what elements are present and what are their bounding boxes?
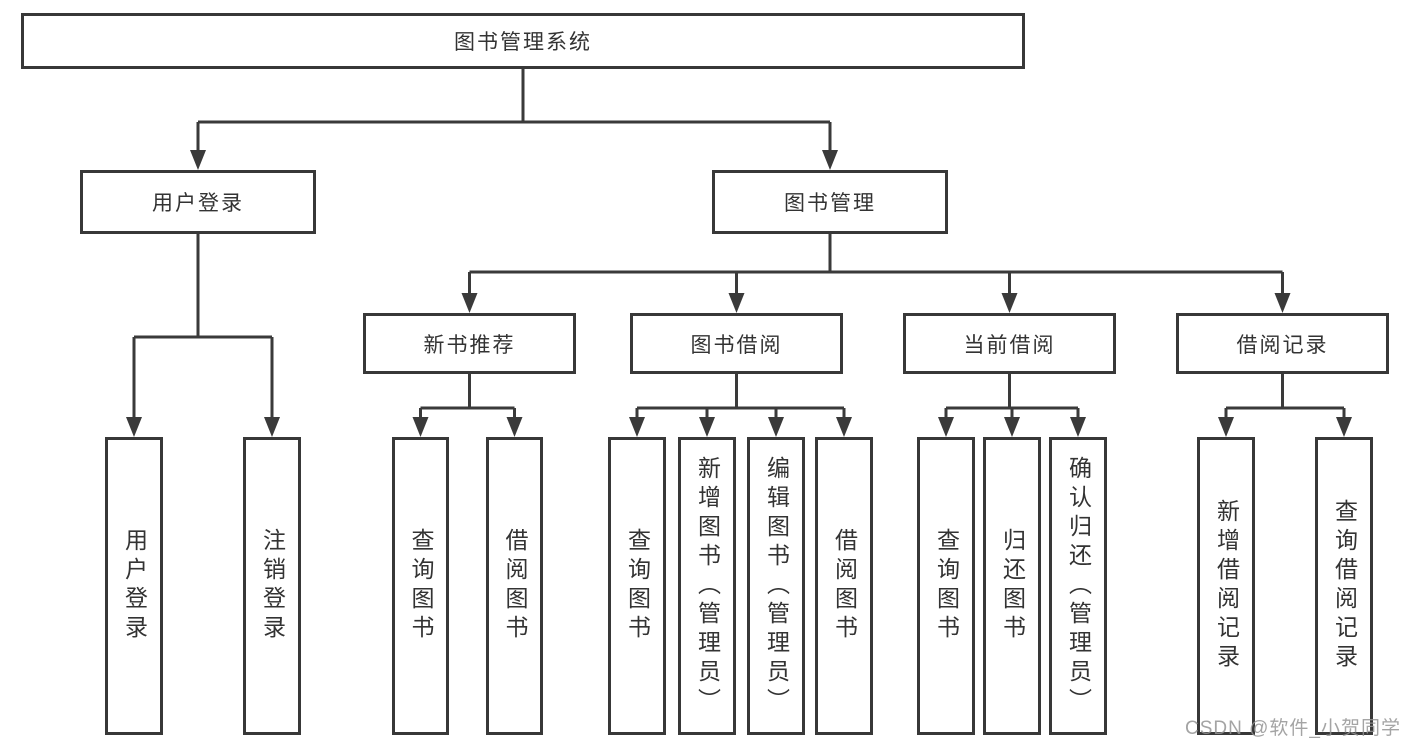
leaf-logout-label: 注销登录 (259, 528, 286, 644)
leaf-recommend-borrow-books: 借阅图书 (486, 437, 543, 735)
leaf-user-login: 用户登录 (105, 437, 163, 735)
node-current-borrow: 当前借阅 (903, 313, 1116, 374)
leaf-logout: 注销登录 (243, 437, 301, 735)
connector-borrow-to-leaves (629, 374, 852, 437)
node-book-management: 图书管理 (712, 170, 948, 234)
node-user-login-label: 用户登录 (152, 192, 244, 215)
connector-management-to-level3 (461, 234, 1291, 313)
node-user-login: 用户登录 (80, 170, 316, 234)
leaf-add-book-admin: 新增图书（管理员） (678, 437, 736, 735)
leaf-confirm-return-admin: 确认归还（管理员） (1049, 437, 1107, 735)
leaf-return-book-label: 归还图书 (999, 528, 1026, 644)
connector-root-to-level2 (190, 69, 838, 170)
leaf-query-borrow-record-label: 查询借阅记录 (1331, 499, 1358, 673)
node-current-borrow-label: 当前借阅 (963, 333, 1056, 357)
leaf-recommend-borrow-books-label: 借阅图书 (502, 528, 528, 644)
connector-recommend-to-leaves (412, 374, 523, 437)
node-borrow-records-label: 借阅记录 (1236, 333, 1329, 357)
node-root-system: 图书管理系统 (21, 13, 1025, 69)
node-book-borrow: 图书借阅 (630, 313, 843, 374)
connector-records-to-leaves (1218, 374, 1352, 437)
leaf-return-book: 归还图书 (983, 437, 1041, 735)
node-book-management-label: 图书管理 (784, 192, 876, 215)
leaf-borrow-books-label: 借阅图书 (831, 528, 858, 644)
node-root-system-label: 图书管理系统 (454, 31, 592, 54)
leaf-add-book-admin-label: 新增图书（管理员） (694, 455, 721, 717)
leaf-query-borrow-record: 查询借阅记录 (1315, 437, 1373, 735)
node-borrow-records: 借阅记录 (1176, 313, 1389, 374)
leaf-user-login-label: 用户登录 (121, 528, 148, 644)
node-book-borrow-label: 图书借阅 (690, 333, 783, 357)
leaf-current-query-books: 查询图书 (917, 437, 975, 735)
leaf-borrow-books: 借阅图书 (815, 437, 873, 735)
leaf-add-borrow-record: 新增借阅记录 (1197, 437, 1255, 735)
connector-login-to-leaves (126, 234, 280, 437)
leaf-confirm-return-admin-label: 确认归还（管理员） (1065, 455, 1092, 717)
leaf-current-query-books-label: 查询图书 (933, 528, 960, 644)
leaf-add-borrow-record-label: 新增借阅记录 (1213, 499, 1240, 673)
node-new-book-recommend-label: 新书推荐 (423, 333, 516, 357)
leaf-edit-book-admin-label: 编辑图书（管理员） (763, 455, 790, 717)
leaf-recommend-query-books-label: 查询图书 (408, 528, 434, 644)
leaf-borrow-query-books-label: 查询图书 (624, 528, 651, 644)
leaf-recommend-query-books: 查询图书 (392, 437, 449, 735)
connector-current-to-leaves (938, 374, 1086, 437)
leaf-edit-book-admin: 编辑图书（管理员） (747, 437, 805, 735)
csdn-watermark: CSDN @软件_小贺同学 (1185, 718, 1401, 739)
leaf-borrow-query-books: 查询图书 (608, 437, 666, 735)
node-new-book-recommend: 新书推荐 (363, 313, 576, 374)
